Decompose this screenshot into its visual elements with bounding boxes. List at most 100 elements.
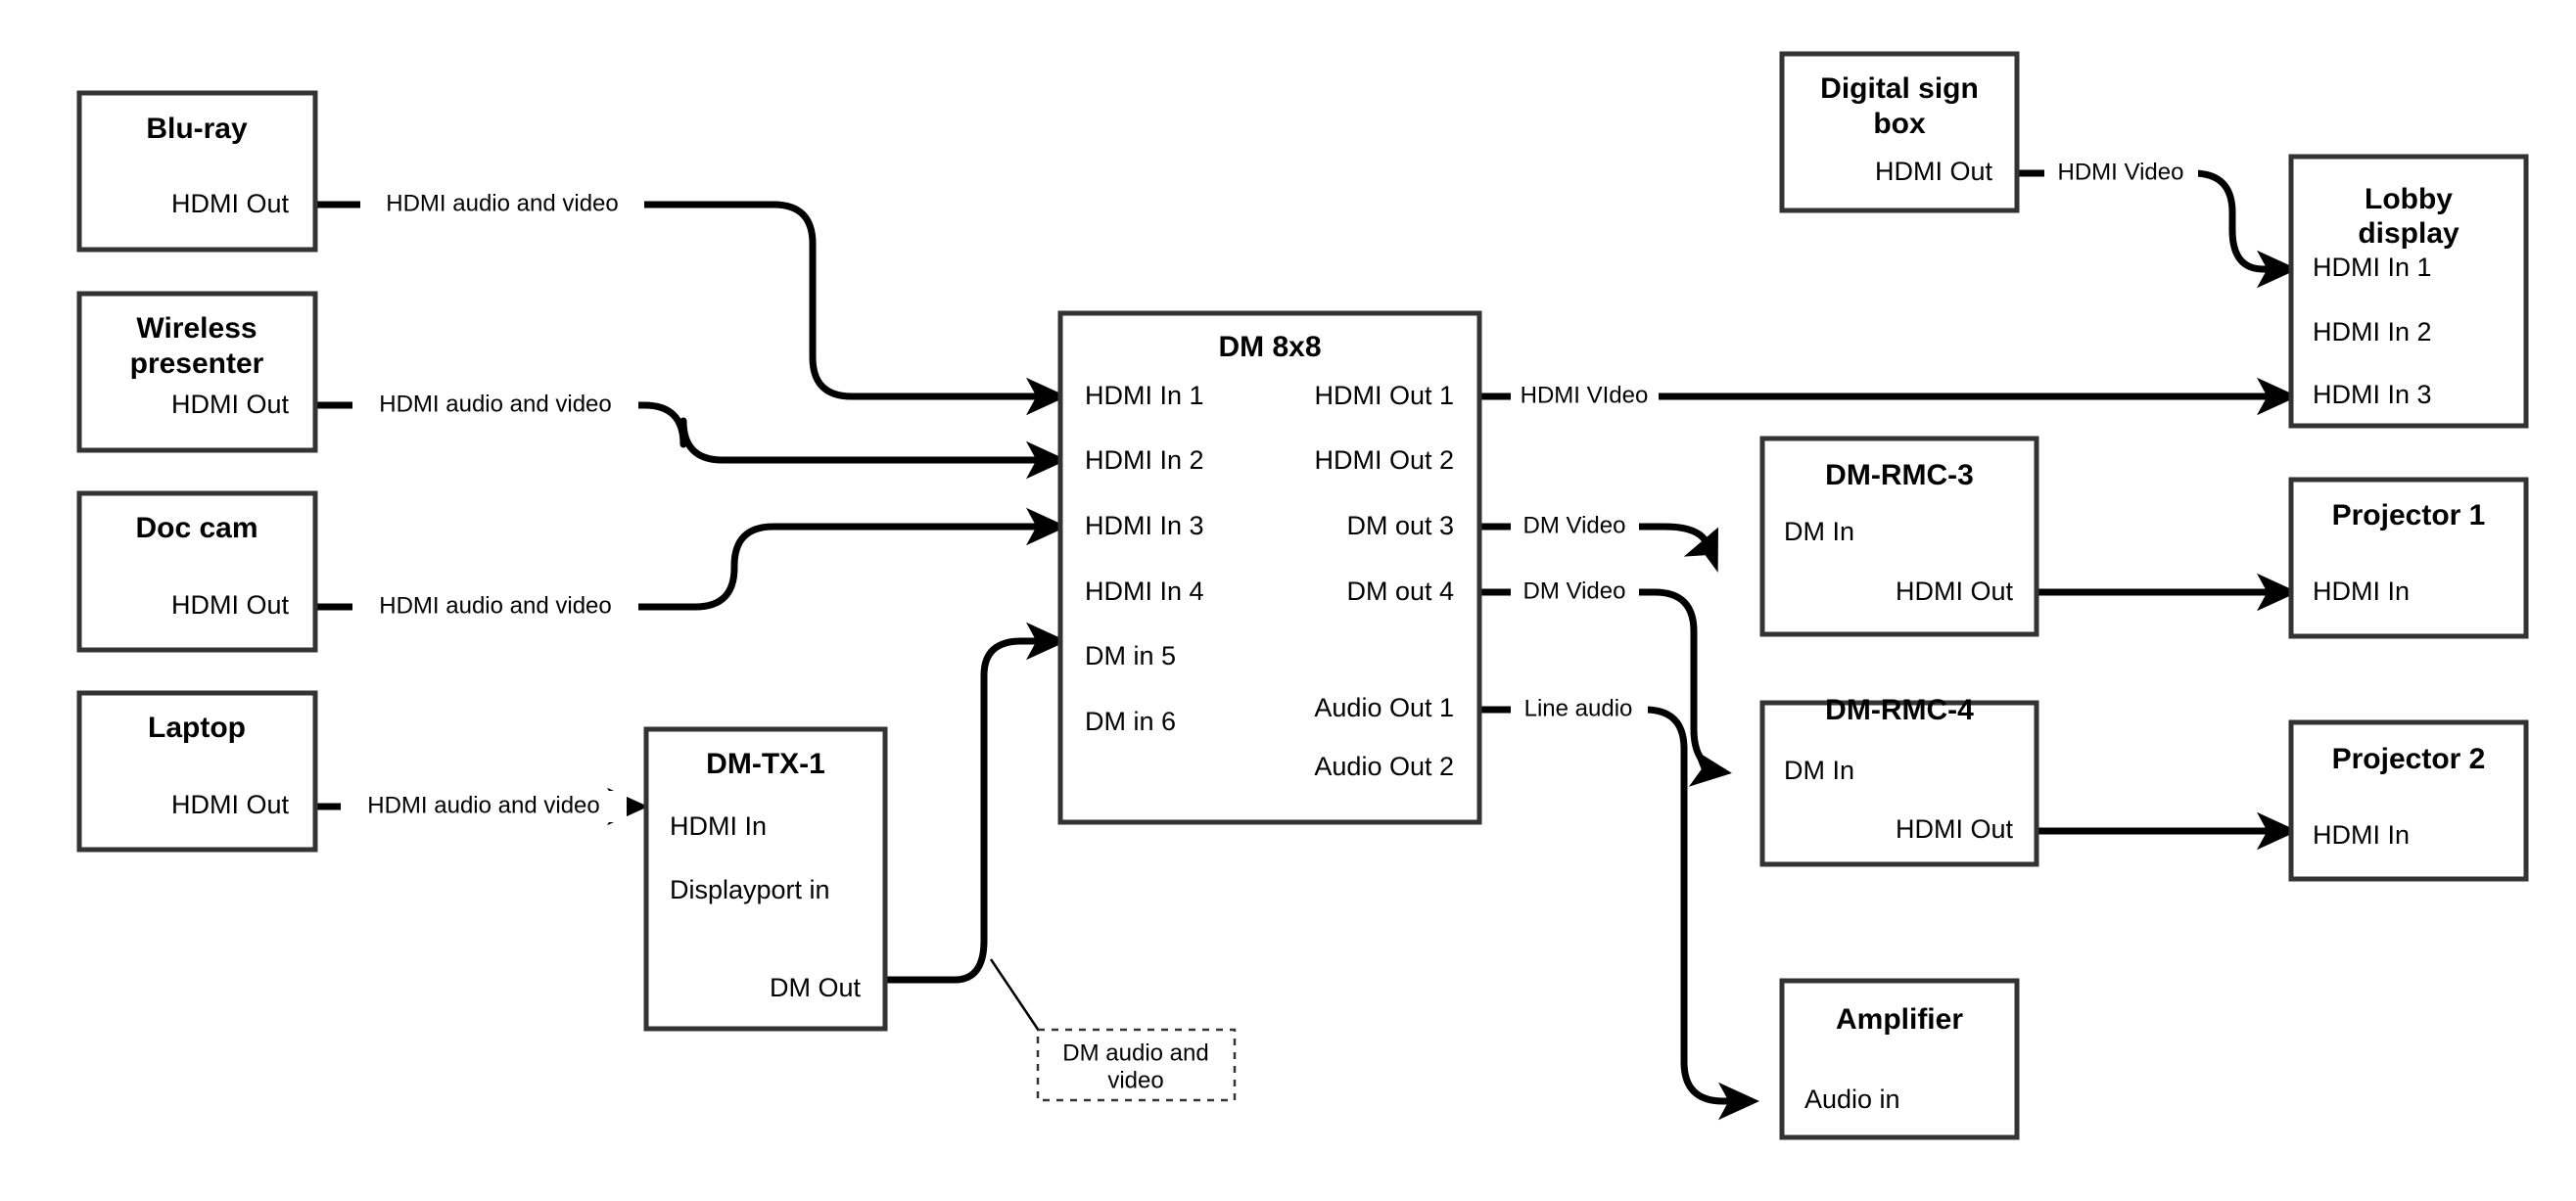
- dm-8x8-input-hdmi-in-4: HDMI In 4: [1085, 577, 1204, 606]
- device-lobby-display[interactable]: Lobby display HDMI In 1 HDMI In 2 HDMI I…: [2288, 154, 2529, 429]
- wire-label-line-audio: Line audio: [1524, 695, 1633, 721]
- wireless-presenter-port-hdmi-out: HDMI Out: [171, 390, 290, 419]
- blu-ray-box[interactable]: [76, 90, 318, 253]
- note-dm-audio-video: DM audio and video: [1036, 1028, 1237, 1102]
- amplifier-port-audio-in: Audio in: [1804, 1085, 1900, 1114]
- device-blu-ray[interactable]: Blu-ray HDMI Out: [76, 90, 318, 253]
- doc-cam-title: Doc cam: [135, 512, 258, 544]
- device-laptop[interactable]: Laptop HDMI Out: [76, 690, 318, 853]
- digital-sign-box-port-hdmi-out: HDMI Out: [1875, 157, 1993, 186]
- dm-8x8-input-hdmi-in-3: HDMI In 3: [1085, 511, 1204, 540]
- wire-wireless-dm8x8: [315, 401, 1067, 480]
- device-doc-cam[interactable]: Doc cam HDMI Out: [76, 490, 318, 653]
- wire-dm8x8-rmc3: [1479, 523, 1719, 573]
- dm-8x8-box[interactable]: [1057, 310, 1482, 825]
- connection-wireless-to-dm8x8: HDMI audio and video: [315, 390, 1067, 480]
- note-line-1: DM audio and: [1062, 1039, 1208, 1066]
- connection-dm8x8-audio1-to-amp: Line audio: [1479, 694, 1759, 1121]
- wire-label-bluray: HDMI audio and video: [386, 190, 618, 216]
- dm-rmc-3-port-dm-in: DM In: [1784, 517, 1854, 546]
- projector-1-port-hdmi-in: HDMI In: [2313, 577, 2410, 606]
- dm-8x8-title: DM 8x8: [1218, 331, 1321, 363]
- wireless-presenter-box[interactable]: [76, 291, 318, 453]
- dm-8x8-input-hdmi-in-1: HDMI In 1: [1085, 381, 1204, 410]
- connection-bluray-to-dm8x8: HDMI audio and video: [315, 189, 1067, 416]
- dm-rmc-4-port-dm-in: DM In: [1784, 756, 1854, 785]
- wire-dm8x8-amp: [1479, 706, 1759, 1121]
- dm-8x8-output-audio-out-2: Audio Out 2: [1314, 752, 1454, 781]
- lobby-display-title-line2: display: [2358, 217, 2459, 250]
- dm-rmc-3-port-hdmi-out: HDMI Out: [1896, 577, 2014, 606]
- dm-rmc-4-box[interactable]: [1759, 700, 2039, 867]
- label-bg: [1511, 694, 1648, 725]
- dm-8x8-input-hdmi-in-2: HDMI In 2: [1085, 445, 1204, 475]
- connection-laptop-to-dmtx1: HDMI audio and video: [315, 787, 648, 826]
- connection-sign-to-lobby: HDMI Video: [2017, 158, 2298, 289]
- label-bg: [352, 591, 638, 623]
- laptop-box[interactable]: [76, 690, 318, 853]
- wire-dmtx1-dm8x8: [886, 622, 1067, 984]
- note-line-2: video: [1107, 1067, 1163, 1093]
- wire-bluray-dm8x8: [315, 201, 1067, 416]
- doc-cam-box[interactable]: [76, 490, 318, 653]
- connection-dm8x8-out4-to-rmc4: DM Video: [1479, 577, 1732, 787]
- label-bg: [1511, 511, 1639, 542]
- laptop-title: Laptop: [148, 712, 246, 744]
- dm-8x8-output-hdmi-out-1: HDMI Out 1: [1314, 381, 1454, 410]
- device-projector-1[interactable]: Projector 1 HDMI In: [2288, 477, 2529, 639]
- dm-rmc-3-box[interactable]: [1759, 436, 2039, 637]
- amplifier-title: Amplifier: [1836, 1003, 1963, 1036]
- wireless-presenter-title-line2: presenter: [130, 347, 264, 380]
- label-bg: [360, 189, 644, 220]
- dm-rmc-3-title: DM-RMC-3: [1825, 459, 1974, 491]
- dm-tx-1-title: DM-TX-1: [706, 748, 825, 780]
- note-box-outline: [1036, 1028, 1237, 1102]
- connection-dmtx1-to-dm8x8: [886, 622, 1067, 1049]
- digital-sign-box-title-line2: box: [1873, 108, 1926, 140]
- projector-2-port-hdmi-in: HDMI In: [2313, 820, 2410, 850]
- dm-8x8-output-hdmi-out-2: HDMI Out 2: [1314, 445, 1454, 475]
- projector-1-box[interactable]: [2288, 477, 2529, 639]
- device-digital-sign-box[interactable]: Digital sign box HDMI Out: [1779, 51, 2020, 213]
- laptop-port-hdmi-out: HDMI Out: [171, 790, 290, 819]
- label-bg: [2044, 158, 2198, 189]
- dm-8x8-output-audio-out-1: Audio Out 1: [1314, 693, 1454, 722]
- wire-sign-lobby: [2017, 169, 2298, 289]
- device-amplifier[interactable]: Amplifier Audio in: [1779, 978, 2020, 1140]
- wire-doccam-dm8x8: [315, 507, 1067, 611]
- projector-1-title: Projector 1: [2332, 499, 2486, 531]
- digital-sign-box-outline[interactable]: [1779, 51, 2020, 213]
- lobby-display-box[interactable]: [2288, 154, 2529, 429]
- dm-8x8-output-dm-out-3: DM out 3: [1346, 511, 1454, 540]
- label-bg: [352, 390, 638, 421]
- device-dm-8x8[interactable]: DM 8x8 HDMI In 1 HDMI In 2 HDMI In 3 HDM…: [1057, 310, 1482, 825]
- dm-8x8-input-dm-in-5: DM in 5: [1085, 641, 1176, 670]
- device-dm-rmc-4[interactable]: DM-RMC-4 DM In HDMI Out: [1759, 694, 2039, 867]
- doc-cam-port-hdmi-out: HDMI Out: [171, 590, 290, 620]
- projector-2-box[interactable]: [2288, 719, 2529, 882]
- dm-tx-1-port-dm-out: DM Out: [770, 973, 862, 1002]
- wire-dm8x8-rmc4: [1479, 588, 1732, 787]
- dm-rmc-4-title: DM-RMC-4: [1825, 694, 1974, 726]
- label-bg: [1511, 381, 1659, 412]
- wire-label-doccam: HDMI audio and video: [379, 592, 611, 619]
- connection-dm8x8-out3-to-rmc3: DM Video: [1479, 511, 1719, 573]
- device-dm-rmc-3[interactable]: DM-RMC-3 DM In HDMI Out: [1759, 436, 2039, 637]
- dm-8x8-input-dm-in-6: DM in 6: [1085, 707, 1176, 736]
- device-projector-2[interactable]: Projector 2 HDMI In: [2288, 719, 2529, 882]
- dm-rmc-4-port-hdmi-out: HDMI Out: [1896, 814, 2014, 844]
- connection-dm8x8-out1-to-lobby: HDMI VIdeo: [1479, 377, 2298, 416]
- device-wireless-presenter[interactable]: Wireless presenter HDMI Out: [76, 291, 318, 453]
- wire-label-wireless: HDMI audio and video: [379, 391, 611, 417]
- device-dm-tx-1[interactable]: DM-TX-1 HDMI In Displayport in DM Out: [643, 726, 888, 1032]
- wire-label-hdmi-video-out1: HDMI VIdeo: [1521, 382, 1649, 408]
- connection-doccam-to-dm8x8: HDMI audio and video: [315, 507, 1067, 623]
- wire-label-laptop: HDMI audio and video: [367, 792, 599, 818]
- label-bg: [341, 791, 627, 822]
- dm-tx-1-box[interactable]: [643, 726, 888, 1032]
- lobby-display-port-hdmi-in-3: HDMI In 3: [2313, 380, 2432, 409]
- amplifier-box[interactable]: [1779, 978, 2020, 1140]
- wireless-presenter-title-line1: Wireless: [136, 312, 257, 345]
